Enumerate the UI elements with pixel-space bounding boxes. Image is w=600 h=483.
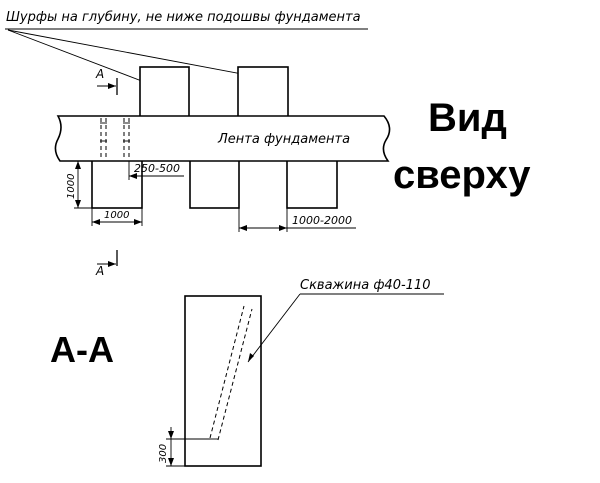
section-mark-top-letter: А: [95, 67, 104, 81]
borehole-leader: [247, 293, 301, 363]
dim-spacing-arrow-left: [239, 225, 247, 231]
strip-outline: [54, 115, 391, 162]
dim-length-text: 1000: [104, 210, 129, 221]
borehole-line-2: [217, 308, 253, 441]
view-title-line1: Вид: [428, 96, 507, 140]
dim-spacing-text: 1000-2000: [292, 214, 352, 227]
pits-leader-2: [7, 29, 259, 78]
pit-top-2: [237, 66, 289, 118]
section-mark-top: А: [95, 67, 118, 95]
pits-note-text: Шурфы на глубину, не ниже подошвы фундам…: [6, 10, 361, 25]
dim-spacing-arrow-right: [279, 225, 287, 231]
pit-top-1: [139, 66, 190, 118]
dim-width-arrow-top: [75, 161, 81, 169]
dim-pit-length: 1000: [91, 208, 143, 226]
dim-clearance-text: 250-500: [134, 162, 180, 175]
strip-label: Лента фундамента: [217, 132, 350, 147]
borehole-leader-arrow: [248, 353, 254, 362]
dim-depth-arrow-top: [168, 431, 174, 439]
dim-depth-arrow-bottom: [168, 458, 174, 466]
pits-top-row: [139, 66, 289, 118]
section-title: А-А: [50, 329, 114, 370]
dim-width-text: 1000: [66, 174, 77, 199]
view-title-line2: сверху: [393, 153, 531, 197]
borehole-line-1: [209, 305, 245, 439]
section-pit: [184, 295, 262, 467]
section-mark-bottom-arrowhead: [108, 261, 116, 267]
dim-pit-width: 1000: [66, 160, 92, 209]
dim-length-arrow-left: [92, 219, 100, 225]
section-mark-top-arrowhead: [108, 83, 116, 89]
pits-leader-1: [7, 29, 161, 89]
dim-depth-text: 300: [158, 444, 169, 463]
section-view: Скважина ф40-110 300: [158, 278, 444, 467]
section-mark-bottom-letter: А: [95, 264, 104, 278]
borehole-note-text: Скважина ф40-110: [300, 278, 430, 293]
dim-length-arrow-right: [134, 219, 142, 225]
dim-clearance-arrow: [129, 173, 137, 179]
section-mark-bottom: А: [95, 250, 118, 278]
dim-width-arrow-bottom: [75, 200, 81, 208]
dim-clearance: 250-500: [128, 161, 184, 180]
dim-pit-spacing: 1000-2000: [238, 208, 356, 232]
foundation-strip: Лента фундамента: [54, 115, 391, 162]
